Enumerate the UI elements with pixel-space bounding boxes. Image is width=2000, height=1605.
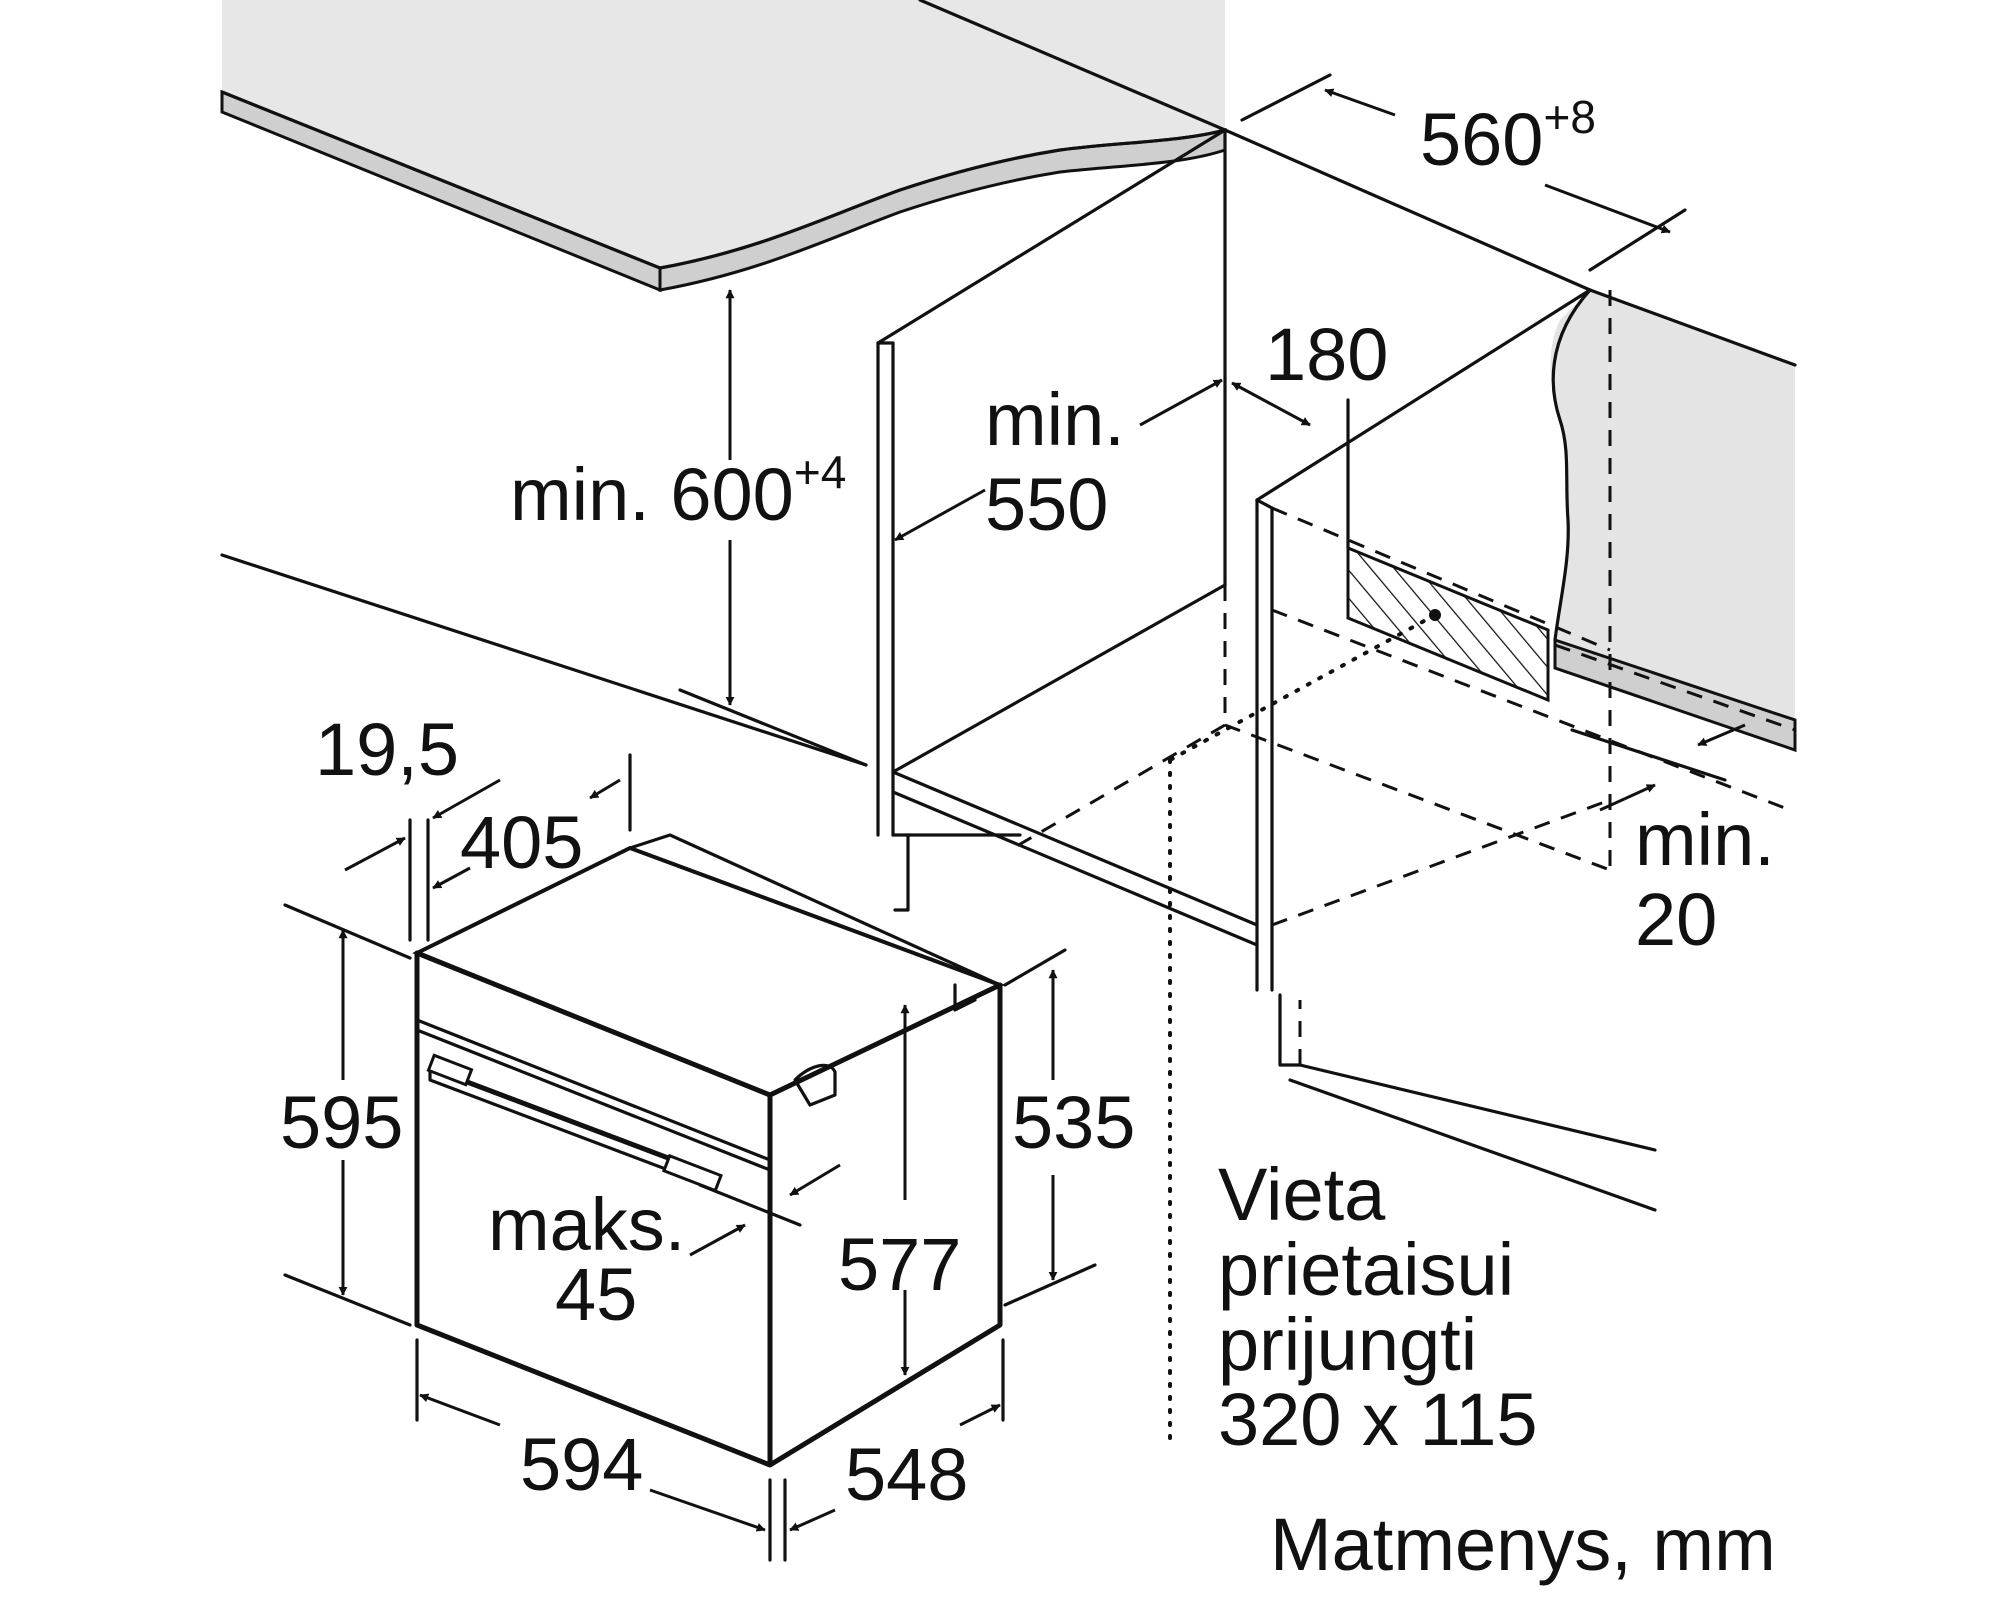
- dim-min550-line1: min.: [985, 378, 1125, 461]
- connection-area-label-2: prietaisui: [1218, 1228, 1514, 1311]
- dim-577: 577: [838, 1223, 961, 1306]
- dim-min20-line2: 20: [1635, 878, 1717, 961]
- dim-min600: min. 600+4: [510, 446, 846, 536]
- connection-area-hatch: [1168, 398, 1550, 1442]
- countertop-right: [1550, 288, 1797, 753]
- connection-area-label-4: 320 x 115: [1218, 1378, 1538, 1461]
- countertop-left: [220, 0, 1227, 293]
- dim-maks45-line2: 45: [555, 1253, 637, 1336]
- dimension-lines: [283, 73, 1746, 1562]
- dim-535: 535: [1012, 1081, 1135, 1164]
- dim-405: 405: [460, 801, 583, 884]
- dim-min550-line2: 550: [985, 463, 1108, 546]
- dim-19-5: 19,5: [315, 708, 459, 791]
- dim-594: 594: [520, 1423, 643, 1506]
- cabinet: [220, 128, 1796, 1212]
- dim-560: 560+8: [1420, 91, 1596, 181]
- dim-595: 595: [280, 1081, 403, 1164]
- dim-548: 548: [845, 1433, 968, 1516]
- dim-maks45-line1: maks.: [488, 1183, 685, 1266]
- units-caption: Matmenys, mm: [1270, 1503, 1776, 1586]
- connection-area-label-3: prijungti: [1218, 1303, 1477, 1386]
- dim-180: 180: [1265, 313, 1388, 396]
- dim-min20-line1: min.: [1635, 798, 1775, 881]
- oven: [412, 833, 1006, 1468]
- connection-area-label-1: Vieta: [1218, 1153, 1386, 1236]
